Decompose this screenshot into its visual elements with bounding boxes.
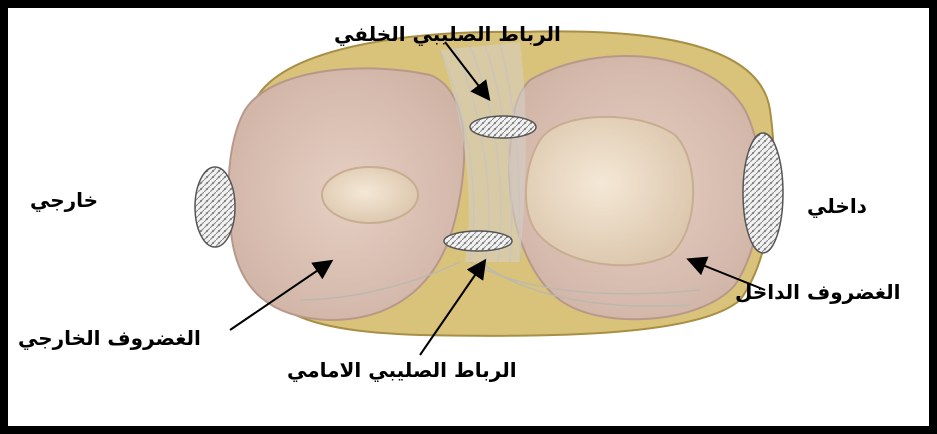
- label-anterior-cruciate: الرباط الصليبي الامامي: [287, 358, 517, 382]
- label-medial: داخلي: [807, 194, 867, 218]
- label-posterior-cruciate: الرباط الصليبي الخلفي: [334, 22, 561, 46]
- lateral-cartilage: [322, 167, 418, 223]
- lateral-collateral-cut-end: [195, 167, 235, 247]
- label-lateral: خارجي: [30, 188, 98, 212]
- posterior-cruciate-cut-end: [470, 116, 536, 138]
- anterior-cruciate-cut-end: [444, 231, 512, 251]
- medial-collateral-cut-end: [743, 133, 783, 253]
- medial-cartilage: [526, 117, 693, 265]
- label-medial-meniscus: الغضروف الداخل: [735, 280, 900, 304]
- label-lateral-meniscus: الغضروف الخارجي: [18, 326, 201, 350]
